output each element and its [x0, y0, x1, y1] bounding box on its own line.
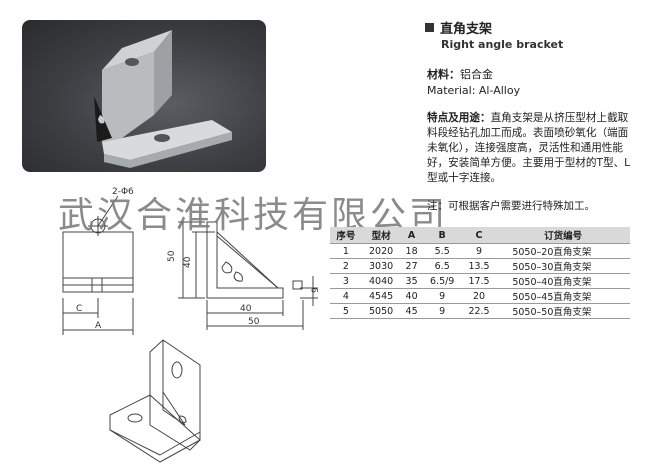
cell-a: 40: [400, 288, 423, 304]
header-b: B: [422, 227, 462, 244]
cell-index: 3: [330, 273, 362, 289]
cell-profile: 4040: [361, 273, 401, 289]
cell-c: 22.5: [461, 303, 497, 319]
spec-table: 序号 型材 A B C 订货编号 1 2020 18 5.5 9 5050–20…: [330, 227, 630, 319]
material-en: Material: Al-Alloy: [427, 84, 521, 97]
header-index: 序号: [330, 227, 362, 244]
table-row: 4 4545 40 9 20 5050–45直角支架: [330, 288, 630, 304]
material-value: 铝合金: [460, 68, 493, 81]
dim-hole-label: 2-Φ6: [112, 187, 134, 197]
product-title-zh: 直角支架: [425, 18, 492, 37]
cell-a: 18: [400, 243, 423, 259]
dim-40-vertical: 40: [183, 256, 193, 268]
material-label: 材料：: [427, 68, 460, 81]
features-text: 直角支架是从挤压型材上截取料段经钻孔加工而成。表面喷砂氧化（端面未氧化），连接强…: [427, 112, 631, 184]
cell-b: 6.5/9: [422, 273, 462, 289]
cell-order-code: 5050–30直角支架: [496, 258, 630, 274]
square-bullet-icon: [425, 23, 434, 32]
cell-a: 45: [400, 303, 423, 319]
table-row: 5 5050 45 9 22.5 5050–50直角支架: [330, 303, 630, 319]
features-label: 特点及用途：: [427, 112, 491, 124]
cell-c: 9: [461, 243, 497, 259]
cell-order-code: 5050–20直角支架: [496, 243, 630, 259]
product-photo: [22, 20, 266, 172]
cell-index: 2: [330, 258, 362, 274]
cell-order-code: 5050–50直角支架: [496, 303, 630, 319]
cell-b: 5.5: [422, 243, 462, 259]
cell-profile: 3030: [361, 258, 401, 274]
cell-a: 35: [400, 273, 423, 289]
table-row: 3 4040 35 6.5/9 17.5 5050–40直角支架: [330, 273, 630, 289]
cell-index: 5: [330, 303, 362, 319]
dim-50-vertical: 50: [167, 250, 177, 262]
spec-table-header: 序号 型材 A B C 订货编号: [330, 227, 630, 244]
dim-40-horizontal: 40: [240, 304, 252, 314]
cell-index: 4: [330, 288, 362, 304]
dim-c-label: C: [76, 304, 82, 314]
material-zh: 材料：铝合金: [427, 66, 493, 82]
table-row: 1 2020 18 5.5 9 5050–20直角支架: [330, 243, 630, 259]
features-paragraph: 特点及用途：直角支架是从挤压型材上截取料段经钻孔加工而成。表面喷砂氧化（端面未氧…: [427, 111, 632, 186]
table-row: 2 3030 27 6.5 13.5 5050–30直角支架: [330, 258, 630, 274]
cell-c: 17.5: [461, 273, 497, 289]
cell-b: 9: [422, 288, 462, 304]
dim-a-label: A: [95, 321, 102, 331]
bracket-photo-illustration: [94, 30, 232, 168]
header-profile: 型材: [361, 227, 401, 244]
dim-50-horizontal: 50: [248, 317, 260, 327]
cell-profile: 5050: [361, 303, 401, 319]
cell-profile: 2020: [361, 243, 401, 259]
cell-c: 20: [461, 288, 497, 304]
cell-c: 13.5: [461, 258, 497, 274]
cell-b: 6.5: [422, 258, 462, 274]
header-order-code: 订货编号: [496, 227, 630, 244]
header-a: A: [400, 227, 423, 244]
cell-index: 1: [330, 243, 362, 259]
cell-profile: 4545: [361, 288, 401, 304]
dim-9-label: 9: [311, 287, 321, 293]
header-c: C: [461, 227, 497, 244]
cell-order-code: 5050–45直角支架: [496, 288, 630, 304]
cell-a: 27: [400, 258, 423, 274]
front-view-outline: [62, 231, 134, 293]
custom-note: 注：可根据客户需要进行特殊加工。: [427, 200, 595, 212]
side-view-outline: [206, 221, 284, 299]
cell-order-code: 5050–40直角支架: [496, 273, 630, 289]
cell-b: 9: [422, 303, 462, 319]
product-title-en: Right angle bracket: [441, 38, 564, 51]
product-title-zh-text: 直角支架: [440, 22, 493, 37]
